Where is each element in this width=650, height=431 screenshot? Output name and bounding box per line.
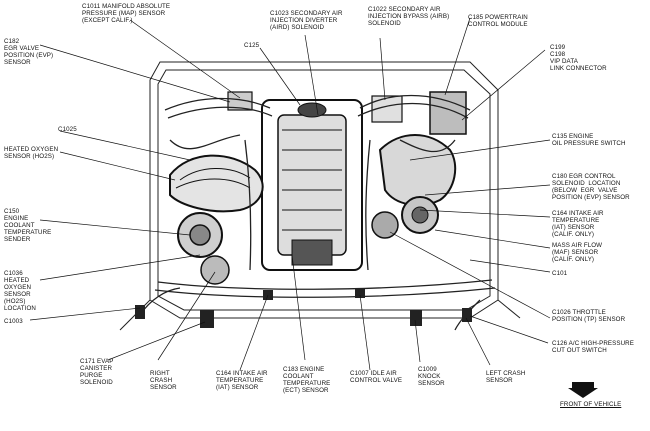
label-c1036: C1036 HEATED OXYGEN SENSOR (HO2S) LOCATI… [4, 270, 36, 312]
label-c135: C135 ENGINE OIL PRESSURE SWITCH [552, 133, 626, 147]
air-intake [169, 154, 264, 285]
label-c1011: C1011 MANIFOLD ABSOLUTE PRESSURE (MAP) S… [82, 3, 171, 24]
engine-block [261, 99, 363, 271]
front-arrow-icon [568, 382, 598, 398]
right-components [227, 91, 467, 239]
label-ho2s: HEATED OXYGEN SENSOR (HO2S) [4, 146, 59, 160]
label-c1003: C1003 [4, 318, 23, 325]
label-c183: C183 ENGINE COOLANT TEMPERATURE (ECT) SE… [283, 366, 331, 394]
label-c1007: C1007 IDLE AIR CONTROL VALVE [350, 370, 403, 384]
label-c150: C150 ENGINE COOLANT TEMPERATURE SENDER [4, 208, 52, 243]
label-maf: MASS AIR FLOW (MAF) SENSOR (CALIF. ONLY) [552, 242, 603, 263]
label-right-crash: RIGHT CRASH SENSOR [150, 370, 177, 391]
label-c126: C126 A/C HIGH-PRESSURE CUT OUT SWITCH [552, 340, 634, 354]
label-c1023: C1023 SECONDARY AIR INJECTION DIVERTER (… [270, 10, 343, 31]
label-c1026: C1026 THROTTLE POSITION (TP) SENSOR [552, 309, 626, 323]
label-c182: C182 EGR VALVE POSITION (EVP) SENSOR [4, 38, 54, 66]
leader-lines [29, 17, 551, 371]
label-c164-bottom: C164 INTAKE AIR TEMPERATURE (IAT) SENSOR [216, 370, 268, 391]
label-c1009: C1009 KNOCK SENSOR [418, 366, 445, 387]
label-c185: C185 POWERTRAIN CONTROL MODULE [468, 14, 528, 28]
label-c1022: C1022 SECONDARY AIR INJECTION BYPASS (AI… [368, 6, 450, 27]
label-front-of-vehicle: FRONT OF VEHICLE [560, 401, 622, 408]
label-c1025: C1025 [58, 126, 77, 133]
label-c125: C125 [244, 42, 260, 49]
label-c164-right: C164 INTAKE AIR TEMPERATURE (IAT) SENSOR… [552, 210, 604, 238]
label-c101: C101 [552, 270, 568, 277]
label-left-crash: LEFT CRASH SENSOR [486, 370, 526, 384]
label-c180: C180 EGR CONTROL SOLENOID LOCATION (BELO… [552, 173, 630, 201]
label-c199: C199 C198 VIP DATA LINK CONNECTOR [550, 44, 607, 72]
label-c171: C171 EVAP CANISTER PURGE SOLENOID [80, 358, 114, 386]
